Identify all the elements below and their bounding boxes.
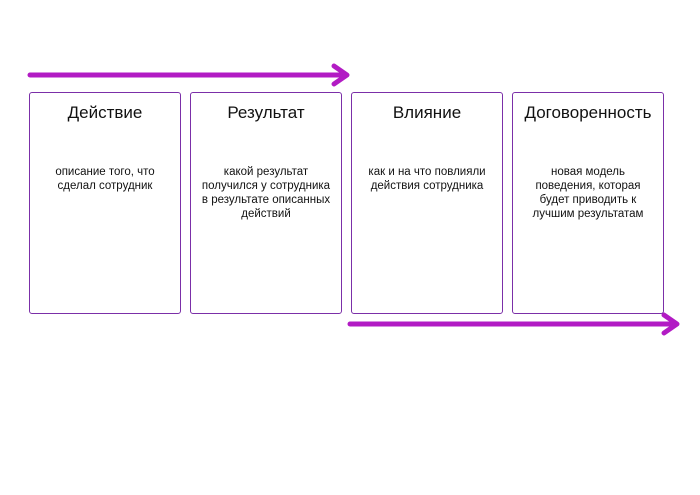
card-title: Действие: [67, 103, 143, 122]
card-impact: Влияние как и на что повлияли действия с…: [351, 92, 503, 314]
card-result: Результат какой результат получился у со…: [190, 92, 342, 314]
card-agreement: Договоренность новая модель поведения, к…: [512, 92, 664, 314]
card-description: новая модель поведения, которая будет пр…: [532, 166, 644, 220]
bottom-arrow: [347, 312, 680, 336]
card-title: Результат: [227, 103, 305, 122]
card-action: Действие описание того, что сделал сотру…: [29, 92, 181, 314]
card-description: описание того, что сделал сотрудник: [55, 166, 155, 192]
card-description: какой результат получился у сотрудника в…: [201, 166, 331, 220]
card-description: как и на что повлияли действия сотрудник…: [368, 166, 486, 192]
top-arrow: [27, 63, 350, 87]
card-title: Влияние: [392, 103, 462, 122]
card-title: Договоренность: [524, 103, 652, 122]
